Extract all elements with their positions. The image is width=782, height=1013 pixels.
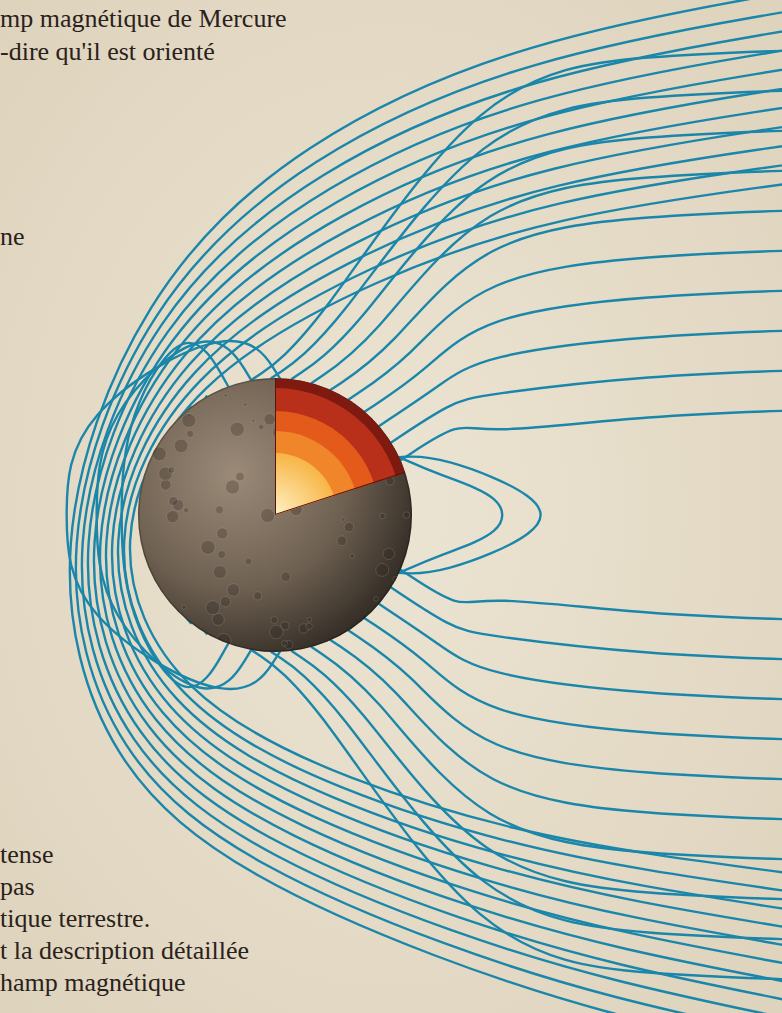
crater: [258, 424, 263, 429]
crater: [217, 528, 228, 539]
caption-text: ne: [0, 222, 25, 252]
crater: [281, 622, 289, 630]
crater: [403, 512, 409, 518]
crater: [264, 414, 275, 425]
mercury-globe: [138, 378, 412, 652]
field-lines: [67, 0, 782, 1013]
field-line: [118, 144, 782, 913]
field-line: [100, 86, 782, 968]
crater: [187, 430, 194, 437]
cut-edge: [275, 378, 405, 515]
crater: [252, 419, 255, 422]
crater: [226, 480, 240, 494]
caption-text: pas: [0, 872, 35, 902]
field-line: [401, 570, 782, 620]
crater: [216, 506, 224, 514]
crater: [350, 554, 355, 559]
field-line: [106, 105, 782, 949]
crater: [374, 597, 379, 602]
crater: [227, 584, 240, 597]
crater: [383, 548, 394, 559]
field-line: [94, 67, 782, 987]
crater: [380, 513, 386, 519]
crater: [341, 518, 345, 522]
planet-rim: [138, 378, 412, 652]
caption-text: t la description détaillée: [0, 936, 249, 966]
field-line: [130, 182, 782, 876]
crater: [168, 467, 174, 473]
caption-text: mp magnétique de Mercure: [0, 4, 287, 34]
crater: [261, 509, 275, 523]
crater: [254, 592, 262, 600]
field-line: [399, 457, 540, 574]
mercury-surface: [138, 378, 412, 652]
field-line: [88, 48, 782, 1005]
caption-text: hamp magnétique: [0, 968, 186, 998]
crater: [271, 616, 278, 623]
core-cutaway: [138, 378, 412, 652]
crater: [282, 640, 288, 646]
crater: [376, 563, 389, 576]
caption-text: -dire qu'il est orienté: [0, 37, 215, 67]
crater: [220, 597, 230, 607]
crater: [224, 394, 227, 397]
crater: [306, 623, 312, 629]
crater-texture: [138, 378, 412, 652]
field-line: [76, 9, 782, 1013]
crater: [337, 536, 347, 546]
crater: [167, 511, 179, 523]
crater: [152, 447, 166, 461]
crater: [160, 480, 171, 491]
crater: [213, 566, 226, 579]
crater: [182, 605, 186, 609]
crater: [230, 422, 244, 436]
crater: [182, 413, 196, 427]
crater: [243, 403, 247, 407]
crater: [236, 472, 244, 480]
crater: [184, 507, 189, 512]
caption-text: tense: [0, 840, 53, 870]
crater: [169, 496, 178, 505]
crater: [174, 439, 188, 453]
crater: [201, 540, 215, 554]
field-line: [124, 163, 782, 895]
crater: [206, 601, 220, 615]
crater: [344, 522, 354, 532]
crater: [307, 617, 312, 622]
field-line: [82, 28, 782, 1013]
field-line: [70, 0, 782, 1013]
crater: [212, 613, 224, 625]
crater: [245, 558, 252, 565]
caption-text: tique terrestre.: [0, 904, 150, 934]
crater: [281, 572, 291, 582]
planet-layer: [138, 378, 412, 652]
crater: [218, 551, 226, 559]
field-line: [401, 410, 782, 460]
field-line: [112, 124, 782, 931]
